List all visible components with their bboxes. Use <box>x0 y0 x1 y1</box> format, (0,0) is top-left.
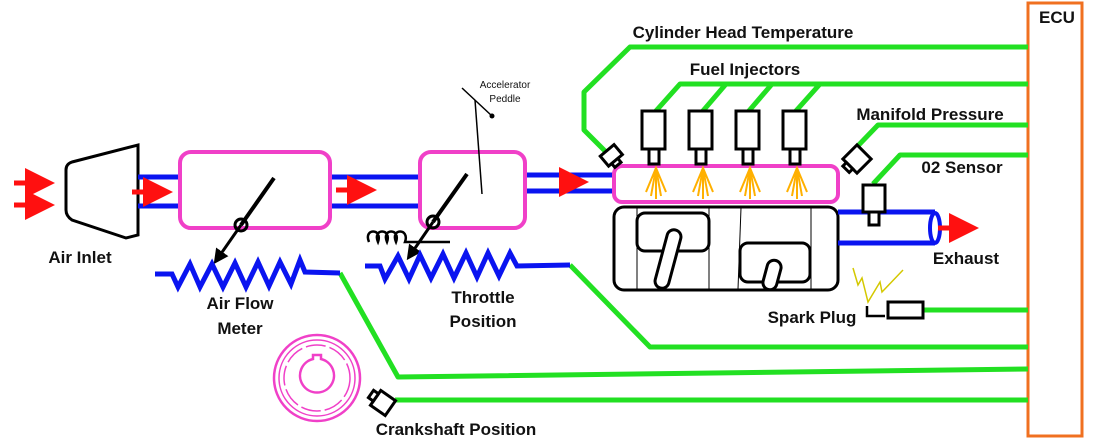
crankshaft-sensor <box>366 388 398 418</box>
pedal-pivot <box>489 113 495 119</box>
wire-air-flow-meter <box>337 271 1029 380</box>
air-flow-meter-label-2: Meter <box>217 319 263 338</box>
wire-throttle-position <box>568 263 1028 350</box>
cylinder-head-temp-sensor <box>598 142 625 170</box>
intake-manifold <box>612 164 840 204</box>
return-spring-icon <box>366 230 450 246</box>
air-flow-meter-label: Air Flow <box>206 294 274 313</box>
wire-injector-2 <box>700 82 728 114</box>
o2-sensor <box>861 183 887 227</box>
accelerator-label-2: Peddle <box>489 94 521 105</box>
air-flow-meter-housing <box>178 150 332 230</box>
wire-injector-3 <box>746 82 774 114</box>
wire-manifold-pressure <box>849 122 1028 155</box>
accelerator-label: Accelerator <box>480 80 531 91</box>
ecu-box <box>1026 1 1084 438</box>
manifold-pressure-sensor <box>840 142 874 176</box>
air-inlet <box>64 143 140 240</box>
crankshaft-position-label: Crankshaft Position <box>376 420 537 439</box>
crankshaft-wheel <box>272 333 362 423</box>
throttle-position-label-2: Position <box>449 312 516 331</box>
accelerator-cable <box>474 99 483 195</box>
spark-plug-label: Spark Plug <box>768 308 857 327</box>
cylinder-head-temperature-label: Cylinder Head Temperature <box>633 23 854 42</box>
manifold-pressure-label: Manifold Pressure <box>856 105 1003 124</box>
o2-sensor-label: 02 Sensor <box>921 158 1003 177</box>
pivot-icon <box>233 217 249 233</box>
spark-plug <box>886 300 925 320</box>
fuel-spray <box>645 165 808 199</box>
throttle-resistor <box>365 247 571 285</box>
throttle-plate <box>431 172 469 224</box>
exhaust-label: Exhaust <box>933 249 999 268</box>
spark-plug-electrode <box>865 306 885 318</box>
throttle-position-label: Throttle <box>451 288 514 307</box>
pivot-icon <box>425 214 441 230</box>
wire-injector-4 <box>793 82 822 114</box>
accelerator-pedal <box>461 87 493 117</box>
fuel-injectors <box>640 109 808 166</box>
throttle-body <box>418 150 527 230</box>
air-flow-flap <box>239 176 276 227</box>
spark-icon <box>852 267 904 304</box>
ecu-label: ECU <box>1039 8 1075 27</box>
wire-o2-sensor <box>871 152 1028 186</box>
fuel-injectors-label: Fuel Injectors <box>690 60 801 79</box>
signal-wires <box>337 44 1029 403</box>
wire-fuel-injectors <box>653 81 1028 114</box>
wire-cylinder-head-temp <box>581 44 1028 154</box>
engine-block <box>612 205 840 292</box>
air-inlet-label: Air Inlet <box>48 248 112 267</box>
air-flow-resistor <box>155 253 341 293</box>
